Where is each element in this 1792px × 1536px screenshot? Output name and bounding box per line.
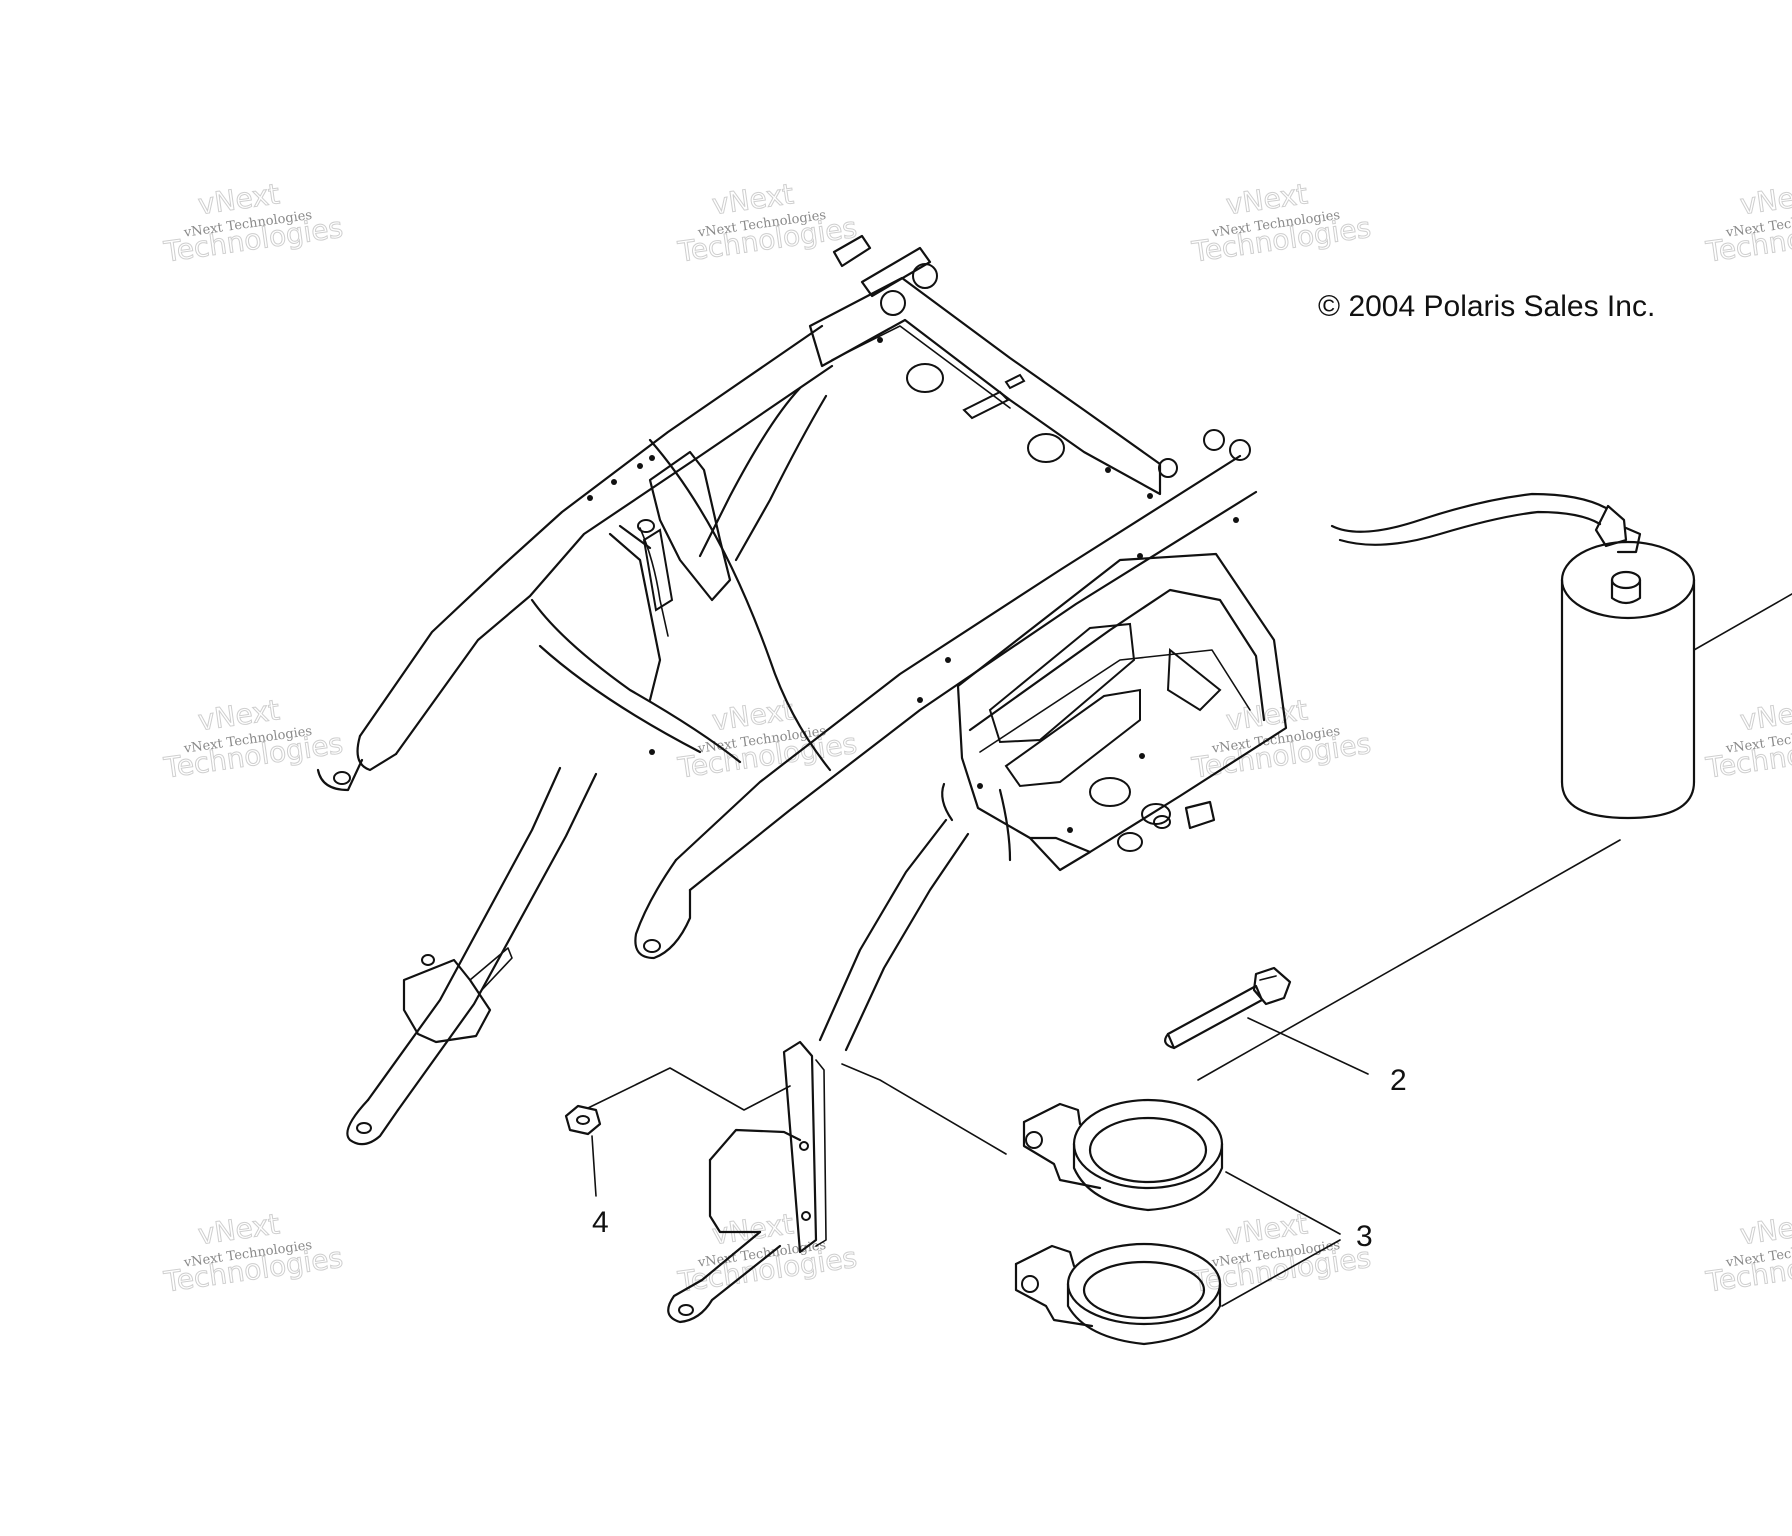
clamp-drawing-lower <box>1014 1242 1222 1346</box>
callout-3[interactable]: 3 <box>1356 1220 1373 1253</box>
svg-text:vNext: vNext <box>1738 693 1792 737</box>
clamp-drawing-upper <box>1022 1098 1224 1212</box>
svg-text:vNext: vNext <box>1738 1207 1792 1251</box>
leader-lines <box>587 839 1621 1307</box>
callout-4[interactable]: 4 <box>592 1206 609 1239</box>
nut-drawing <box>564 1104 602 1136</box>
copyright-notice: © 2004 Polaris Sales Inc. <box>1318 290 1656 323</box>
svg-text:vNext: vNext <box>1738 177 1792 221</box>
bolt-drawing <box>1164 966 1292 1050</box>
cylinder-drawing <box>1330 492 1792 820</box>
callout-2[interactable]: 2 <box>1390 1064 1407 1097</box>
frame-drawing <box>316 234 1288 1324</box>
